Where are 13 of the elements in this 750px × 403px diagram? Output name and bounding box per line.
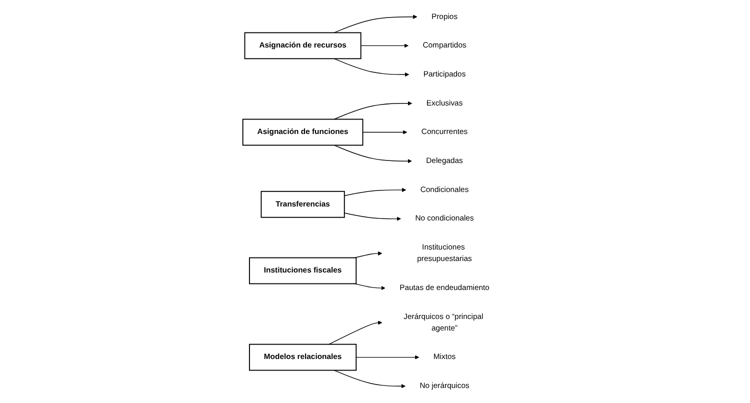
- arrow: [362, 130, 408, 134]
- arrow: [360, 44, 409, 48]
- arrow: [356, 355, 420, 360]
- arrow: [354, 251, 382, 258]
- arrow: [334, 144, 412, 164]
- arrow: [344, 188, 406, 196]
- arrow: [328, 320, 382, 345]
- arrow: [334, 14, 418, 34]
- arrow: [344, 212, 402, 221]
- arrow: [354, 283, 386, 290]
- arrow: [334, 370, 406, 388]
- arrow: [334, 101, 412, 120]
- arrow: [334, 58, 410, 77]
